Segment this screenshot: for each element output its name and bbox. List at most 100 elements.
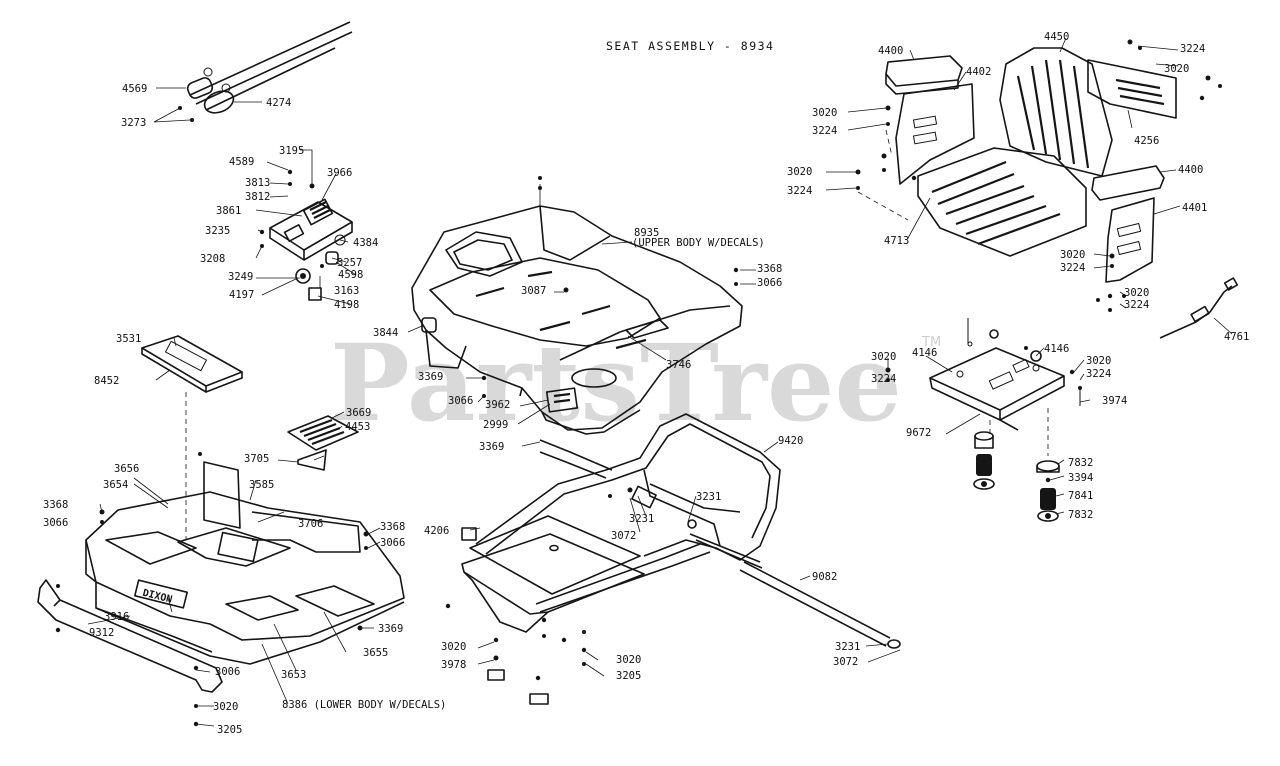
part-label: 4274 [266,97,291,109]
part-label: 4761 [1224,331,1249,343]
part-label: 3813 [245,177,270,189]
part-label: 3020 [1124,287,1149,299]
seat-mount-plate [885,318,1091,456]
part-label: 3224 [1124,299,1149,311]
part-label: 3273 [121,117,146,129]
part-label: 4401 [1182,202,1207,214]
part-label: 3654 [103,479,128,491]
front-bumper [37,579,223,727]
part-label: 3066 [757,277,782,289]
part-label: 7832 [1068,457,1093,469]
part-label: 3706 [298,518,323,530]
part-label: 3066 [380,537,405,549]
part-label: 3585 [249,479,274,491]
part-label: 3249 [228,271,253,283]
part-label: 3224 [871,373,896,385]
part-label: 4402 [966,66,991,78]
part-label: 7832 [1068,509,1093,521]
part-label: 8386 (LOWER BODY W/DECALS) [282,699,446,711]
watermark-trademark: TM [921,335,941,350]
brand-plate-text: DIXON [141,588,173,606]
part-label: 3224 [787,185,812,197]
isolator-stack-left [973,431,995,490]
cable-grip-group [153,21,353,123]
part-label: 8452 [94,375,119,387]
part-label: 2999 [483,419,508,431]
part-label: 3655 [363,647,388,659]
watermark-text: PartsTree [330,320,902,445]
part-label: 9082 [812,571,837,583]
switch-bracket-assembly [255,149,357,305]
part-label: 3020 [871,351,896,363]
part-label: 4450 [1044,31,1069,43]
part-label: 3205 [217,724,242,736]
part-label: 3224 [812,125,837,137]
part-label: 3844 [373,327,398,339]
part-label: 8935 [634,227,659,239]
isolator-stack-right [1036,459,1065,522]
part-label: 3224 [1180,43,1205,55]
part-label: 3087 [521,285,546,297]
part-label: 3231 [835,641,860,653]
part-label: 4197 [229,289,254,301]
part-label: 3966 [327,167,352,179]
part-label: 3163 [334,285,359,297]
part-label: 9312 [89,627,114,639]
part-label: (UPPER BODY W/DECALS) [632,237,765,249]
part-label: 3812 [245,191,270,203]
part-label: 4569 [122,83,147,95]
part-label: 3208 [200,253,225,265]
part-label: 3020 [1060,249,1085,261]
part-label: 3020 [1164,63,1189,75]
part-label: 3006 [215,666,240,678]
shift-rod [739,561,901,663]
part-label: 4589 [229,156,254,168]
part-label: 3369 [378,623,403,635]
part-label: 3020 [213,701,238,713]
part-label: 3368 [380,521,405,533]
part-label: 3231 [696,491,721,503]
seat-pan-pad [141,335,243,540]
part-label: 3368 [757,263,782,275]
vent-panel [277,411,359,471]
part-label: 3020 [441,641,466,653]
frame-9420 [445,413,781,705]
part-label: 3669 [346,407,371,419]
part-label: 3394 [1068,472,1093,484]
part-label: 3231 [629,513,654,525]
part-label: 3020 [812,107,837,119]
part-label: 3978 [441,659,466,671]
part-label: 9420 [778,435,803,447]
part-label: 3656 [114,463,139,475]
part-label: 3531 [116,333,141,345]
part-label: 3235 [205,225,230,237]
part-label: 3653 [281,669,306,681]
part-label: 3974 [1102,395,1127,407]
part-label: 3257 [337,257,362,269]
part-label: 3020 [1086,355,1111,367]
diagram-title: SEAT ASSEMBLY - 8934 [606,39,774,53]
part-label: 3705 [244,453,269,465]
part-label: 4400 [1178,164,1203,176]
part-label: 3962 [485,399,510,411]
part-label: 4384 [353,237,378,249]
part-label: 3020 [787,166,812,178]
part-label: 9672 [906,427,931,439]
part-label: 4146 [1044,343,1069,355]
part-label: 4206 [424,525,449,537]
part-label: 3205 [616,670,641,682]
wire-harness [1159,277,1239,339]
part-label: 4713 [884,235,909,247]
part-label: 3072 [611,530,636,542]
part-label: 4146 [912,347,937,359]
part-label: 3224 [1060,262,1085,274]
seat-assembly [825,37,1222,312]
part-label: 3020 [616,654,641,666]
part-label: 3368 [43,499,68,511]
part-label: 3072 [833,656,858,668]
part-label: 3369 [418,371,443,383]
part-label: 3861 [216,205,241,217]
part-label: 4598 [338,269,363,281]
upper-body [407,176,756,447]
